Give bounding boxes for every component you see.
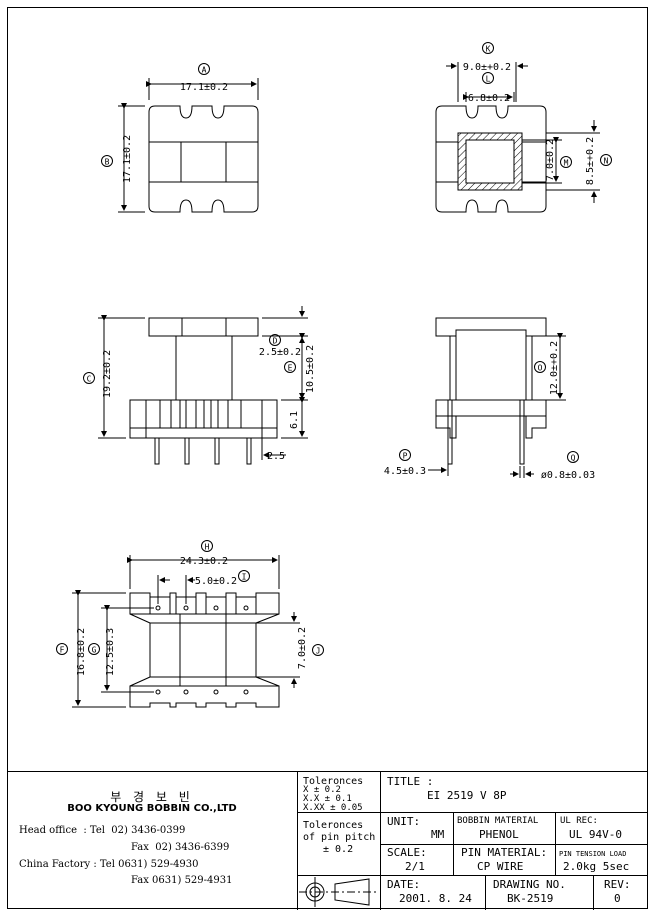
tol-row-3: X.XX ± 0.05 <box>303 803 363 813</box>
dim-D-value: 2.5±0.2 <box>259 347 301 358</box>
dim-C-value: 19.2±0.2 <box>102 350 113 398</box>
dim-P-value: 4.5±0.3 <box>384 466 426 477</box>
dim-E-value: 10.5±0.2 <box>305 345 316 393</box>
dim-letter-M: M <box>564 159 569 168</box>
dim-letter-G: G <box>92 646 97 655</box>
tol-row-1: X ± 0.2 <box>303 785 341 795</box>
pitch-tol-value: ± 0.2 <box>323 844 354 855</box>
section-view: K 9.0±+0.2 L 6.8±0.2 M 7.0±0.2 N 8.5±+0.… <box>435 42 612 213</box>
dim-letter-C: C <box>87 375 92 384</box>
dim-letter-A: A <box>202 66 207 75</box>
drawing-frame <box>7 7 648 909</box>
bobbin-material-label: BOBBIN MATERIAL <box>457 816 539 826</box>
title-label: TITLE : <box>387 775 434 788</box>
top-view: A 17.1±0.2 B 17.1±0.2 <box>101 63 259 213</box>
factory-fax: Fax 0631) 529-4931 <box>131 875 233 886</box>
dim-letter-Q: Q <box>571 454 576 463</box>
pin-tension-value: 2.0kg 5sec <box>563 860 630 873</box>
ul-rec-value: UL 94V-0 <box>569 828 622 841</box>
side-view: O 12.0±+0.2 P 4.5±0.3 Q ø0.8±0.03 <box>384 317 595 481</box>
title-block: 부 경 보 빈 BOO KYOUNG BOBBIN CO.,LTD Head o… <box>7 771 648 910</box>
projection-symbol-icon <box>299 877 377 907</box>
unit-label: UNIT: <box>387 815 421 828</box>
dim-M-value: 7.0±0.2 <box>545 139 556 181</box>
drawing-no-value: BK-2519 <box>507 892 554 905</box>
pitch-tol-sub: of pin pitch <box>303 832 376 843</box>
dim-I-value: 5.0±0.2 <box>195 576 237 587</box>
tol-row-2: X.X ± 0.1 <box>303 794 352 804</box>
head-office-tel: Head office : Tel 02) 3436-0399 <box>19 825 186 836</box>
dim-letter-P: P <box>403 452 408 461</box>
pin-tension-label: PIN TENSION LOAD <box>559 850 627 858</box>
dim-L-value: 6.8±0.2 <box>468 93 510 104</box>
dim-J-value: 7.0±0.2 <box>297 627 308 669</box>
front-view: C 19.2±0.2 D 2.5±0.2 E 10.5±0.2 6.1 2.5 <box>83 306 316 465</box>
company-name-korean: 부 경 보 빈 <box>110 790 194 804</box>
dim-letter-J: J <box>316 647 321 656</box>
drawing-no-label: DRAWING NO. <box>493 878 566 891</box>
dim-H-value: 24.3±0.2 <box>180 556 228 567</box>
dim-letter-N: N <box>604 157 609 166</box>
dim-letter-E: E <box>288 364 293 373</box>
date-value: 2001. 8. 24 <box>399 892 472 905</box>
company-info: 부 경 보 빈 BOO KYOUNG BOBBIN CO.,LTD Head o… <box>7 772 297 910</box>
dim-O-value: 12.0±+0.2 <box>549 341 560 395</box>
rev-label: REV: <box>604 878 631 891</box>
tolerances-title: Toleronces <box>303 776 364 787</box>
bottom-view: H 24.3±0.2 I 5.0±0.2 F 16.8±0.2 G 12.5±0… <box>56 540 324 708</box>
ul-rec-label: UL REC: <box>560 816 598 826</box>
bobbin-material-value: PHENOL <box>479 828 519 841</box>
date-label: DATE: <box>387 878 421 891</box>
dim-letter-B: B <box>105 158 110 167</box>
factory-tel: China Factory : Tel 0631) 529-4930 <box>19 859 199 870</box>
rev-value: 0 <box>614 892 621 905</box>
pin-material-value: CP WIRE <box>477 860 524 873</box>
dim-letter-F: F <box>60 646 65 655</box>
dim-G-value: 12.5±0.3 <box>105 628 116 676</box>
head-office-fax: Fax 02) 3436-6399 <box>131 842 230 853</box>
scale-value: 2/1 <box>405 860 425 873</box>
dim-letter-O: O <box>538 364 543 373</box>
dim-pin-width-value: 2.5 <box>267 451 285 462</box>
scale-label: SCALE: <box>387 846 427 859</box>
dim-letter-I: I <box>242 573 247 582</box>
dim-A-value: 17.1±0.2 <box>180 82 228 93</box>
dim-N-value: 8.5±+0.2 <box>585 137 596 185</box>
dim-pin-height-value: 6.1 <box>289 411 300 429</box>
dim-letter-K: K <box>486 45 491 54</box>
unit-value: MM <box>431 828 445 841</box>
dim-F-value: 16.8±0.2 <box>76 628 87 676</box>
technical-drawing: A 17.1±0.2 B 17.1±0.2 K 9.0±+0.2 L 6. <box>56 42 612 708</box>
company-name: BOO KYOUNG BOBBIN CO.,LTD <box>67 803 237 814</box>
dim-letter-H: H <box>205 543 210 552</box>
dim-letter-L: L <box>486 75 491 84</box>
dim-letter-D: D <box>273 337 278 346</box>
dim-B-value: 17.1±0.2 <box>122 135 133 183</box>
dim-Q-value: ø0.8±0.03 <box>541 470 595 481</box>
title-value: EI 2519 V 8P <box>427 789 507 802</box>
pitch-tol-title: Toleronces <box>303 820 364 831</box>
dim-K-value: 9.0±+0.2 <box>463 62 511 73</box>
pin-material-label: PIN MATERIAL: <box>461 846 548 859</box>
